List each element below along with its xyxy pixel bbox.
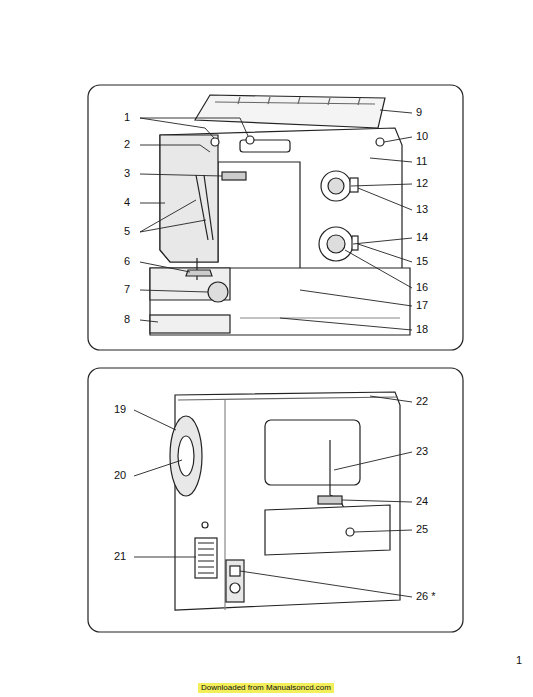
callout-number: 11 <box>416 156 427 167</box>
feed-dog-knob <box>346 528 354 536</box>
bobbin-case <box>208 282 228 302</box>
bobbin-winder <box>376 138 384 146</box>
callout-number: 14 <box>416 232 428 243</box>
watermark: Downloaded from Manualsoncd.com <box>198 683 334 693</box>
callout-number: 7 <box>124 284 130 295</box>
presser-foot <box>186 270 212 276</box>
power-switch <box>230 566 240 576</box>
callout-number: 15 <box>416 256 428 267</box>
callout-number: 18 <box>416 324 428 335</box>
callout-number: 9 <box>416 107 422 118</box>
callout-number: 19 <box>114 404 126 415</box>
handwheel <box>170 416 202 496</box>
panel-frames <box>88 85 463 632</box>
callout-number: 16 <box>416 282 428 293</box>
callout-number: 23 <box>416 446 428 457</box>
arm-opening <box>265 420 360 485</box>
rear-view-panel <box>88 368 463 632</box>
machine-front <box>150 95 410 335</box>
callout-number: 6 <box>124 256 130 267</box>
callout-number: 13 <box>416 204 428 215</box>
power-socket <box>226 560 244 602</box>
leader-lines <box>134 110 412 597</box>
callout-number: 24 <box>416 496 428 507</box>
pattern-window <box>222 172 246 180</box>
callout-number: 21 <box>114 551 126 562</box>
callout-number: 8 <box>124 314 130 325</box>
callout-number: 4 <box>124 197 130 208</box>
open-lid <box>195 95 385 128</box>
base-bed <box>150 268 410 335</box>
vent <box>195 538 217 578</box>
thread-guide <box>196 175 208 240</box>
reverse-lever <box>352 236 358 250</box>
vent-slots <box>198 543 214 573</box>
callout-number: 26 * <box>416 591 436 602</box>
thread-guide <box>204 175 213 240</box>
pattern-dial <box>319 227 353 261</box>
dial-lever <box>350 178 358 192</box>
needle <box>196 258 197 280</box>
callout-number: 1 <box>124 112 130 123</box>
lid-spool-clips <box>238 97 360 105</box>
spool-pin <box>246 136 254 144</box>
clutch-knob <box>178 436 194 476</box>
callout-number: 5 <box>124 226 130 237</box>
accessory-box <box>150 315 230 333</box>
callout-number: 2 <box>124 139 130 150</box>
spool-pin <box>211 138 219 146</box>
callout-number: 17 <box>416 300 428 311</box>
free-arm-rear <box>265 505 390 555</box>
callout-number: 22 <box>416 396 428 407</box>
front-view-panel <box>88 85 463 350</box>
stitch-dial <box>321 171 351 201</box>
callout-number: 10 <box>416 131 428 142</box>
presser-foot-rear <box>318 496 342 504</box>
callout-number: 12 <box>416 178 428 189</box>
callout-number: 3 <box>124 168 130 179</box>
page-number: 1 <box>516 655 522 666</box>
head-cover <box>160 135 218 262</box>
callout-number: 20 <box>114 470 126 481</box>
callout-number: 25 <box>416 524 428 535</box>
screw <box>202 522 208 528</box>
